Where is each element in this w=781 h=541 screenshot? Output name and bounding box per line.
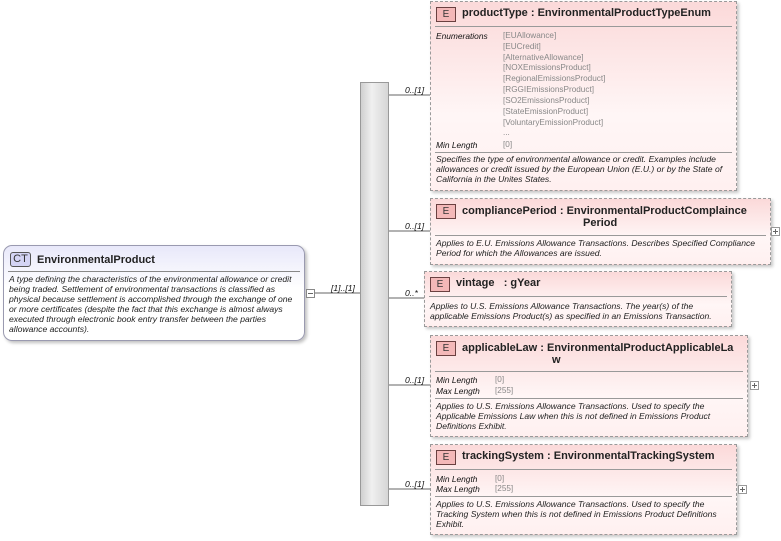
element-documentation: Specifies the type of environmental allo… xyxy=(436,154,723,185)
max-length-value: [255] xyxy=(495,484,514,493)
element-title: compliancePeriod : EnvironmentalProductC… xyxy=(462,205,747,217)
element-documentation: Applies to E.U. Emissions Allowance Tran… xyxy=(436,238,756,259)
facet-label-min-length: Min Length xyxy=(436,474,478,484)
divider xyxy=(435,26,732,27)
element-title: trackingSystem : EnvironmentalTrackingSy… xyxy=(462,450,715,462)
divider xyxy=(435,469,732,470)
facet-label-min-length: Min Length xyxy=(436,375,478,385)
element-type-continuation: Period xyxy=(583,217,618,229)
multiplicity-tracking-system: 0..[1] xyxy=(405,479,425,489)
min-length-value: [0] xyxy=(503,140,513,149)
element-type-continuation: w xyxy=(552,354,561,366)
element-badge: E xyxy=(436,204,456,219)
enum-value: [NOXEmissionsProduct] xyxy=(503,63,591,72)
element-tracking-system[interactable]: E trackingSystem : EnvironmentalTracking… xyxy=(430,444,737,535)
element-badge: E xyxy=(430,277,450,292)
element-title: productType : EnvironmentalProductTypeEn… xyxy=(462,7,711,19)
divider xyxy=(429,296,727,297)
multiplicity-applicable-law: 0..[1] xyxy=(405,375,425,385)
element-product-type[interactable]: E productType : EnvironmentalProductType… xyxy=(430,1,737,191)
multiplicity-compliance-period: 0..[1] xyxy=(405,221,425,231)
facet-label-min-length: Min Length xyxy=(436,140,478,150)
divider xyxy=(8,271,300,272)
enum-value: [SO2EmissionsProduct] xyxy=(503,96,590,105)
enum-value: [RGGIEmissionsProduct] xyxy=(503,85,594,94)
expand-plus-icon[interactable] xyxy=(738,485,747,494)
divider xyxy=(435,371,743,372)
min-length-value: [0] xyxy=(495,474,505,483)
enum-value: [StateEmissionProduct] xyxy=(503,107,589,116)
element-title: applicableLaw : EnvironmentalProductAppl… xyxy=(462,342,734,354)
facet-label-enumerations: Enumerations xyxy=(436,31,488,41)
element-documentation: Applies to U.S. Emissions Allowance Tran… xyxy=(436,401,711,432)
divider xyxy=(435,152,732,153)
expand-plus-icon[interactable] xyxy=(750,381,759,390)
divider xyxy=(435,235,766,236)
facet-label-max-length: Max Length xyxy=(436,484,480,494)
multiplicity-vintage: 0..* xyxy=(405,288,418,298)
complex-type-multiplicity: [1]..[1] xyxy=(331,283,355,293)
max-length-value: [255] xyxy=(495,386,514,395)
complex-type-badge: CT xyxy=(10,252,31,267)
facet-label-max-length: Max Length xyxy=(436,386,480,396)
sequence-bar xyxy=(360,82,389,506)
enum-value: [VoluntaryEmissionProduct] xyxy=(503,118,604,127)
element-documentation: Applies to U.S. Emissions Allowance Tran… xyxy=(430,301,712,322)
enum-value: [RegionalEmissionsProduct] xyxy=(503,74,606,83)
min-length-value: [0] xyxy=(495,375,505,384)
enum-value: [EUAllowance] xyxy=(503,31,557,40)
element-title: vintage : gYear xyxy=(456,277,541,289)
element-documentation: Applies to U.S. Emissions Allowance Tran… xyxy=(436,499,717,530)
enum-value: [AlternativeAllowance] xyxy=(503,53,584,62)
element-applicable-law[interactable]: E applicableLaw : EnvironmentalProductAp… xyxy=(430,335,748,437)
element-vintage[interactable]: E vintage : gYear Applies to U.S. Emissi… xyxy=(424,271,732,327)
complex-type-box[interactable]: CT EnvironmentalProduct A type defining … xyxy=(3,245,305,341)
enum-value: ... xyxy=(503,128,510,137)
expand-plus-icon[interactable] xyxy=(771,227,780,236)
complex-type-documentation: A type defining the characteristics of t… xyxy=(9,274,293,335)
multiplicity-product-type: 0..[1] xyxy=(405,85,425,95)
element-badge: E xyxy=(436,450,456,465)
element-badge: E xyxy=(436,341,456,356)
complex-type-header: CT EnvironmentalProduct xyxy=(10,252,155,267)
complex-type-name: EnvironmentalProduct xyxy=(37,253,155,266)
divider xyxy=(435,496,732,497)
element-badge: E xyxy=(436,7,456,22)
collapse-minus-icon[interactable] xyxy=(306,289,315,298)
divider xyxy=(435,398,743,399)
element-compliance-period[interactable]: E compliancePeriod : EnvironmentalProduc… xyxy=(430,198,771,265)
enum-value: [EUCredit] xyxy=(503,42,541,51)
